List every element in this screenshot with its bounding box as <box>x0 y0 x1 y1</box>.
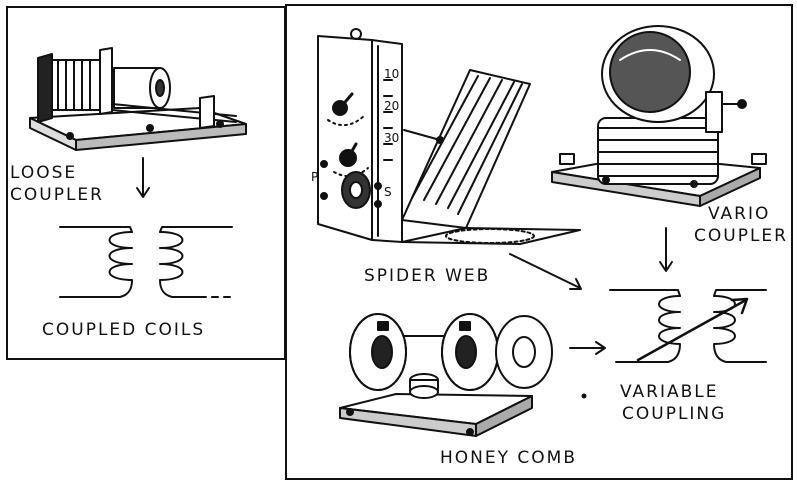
variable-coupling-label-line1: VARIABLE <box>620 384 719 401</box>
coupled-coils-symbol <box>60 227 232 297</box>
terminal-p: P <box>311 170 318 184</box>
loose-coupler-label-line1: LOOSE <box>10 165 77 182</box>
spider-web-drawing <box>318 29 580 244</box>
terminal-s: S <box>384 185 392 199</box>
honey-comb-label: HONEY COMB <box>440 450 577 467</box>
vario-coupler-label-line2: COUPLER <box>694 228 788 245</box>
arrow-spider <box>510 254 580 288</box>
variable-coupling-label-line2: COUPLING <box>622 406 726 423</box>
dial-mark-30: 30 <box>384 131 399 145</box>
spider-web-label: SPIDER WEB <box>364 268 490 285</box>
honeycomb-drawing <box>340 314 552 436</box>
loose-coupler-label-line2: COUPLER <box>10 187 104 204</box>
variable-coupling-symbol <box>610 290 766 362</box>
loose-coupler-drawing <box>30 48 246 150</box>
vario-coupler-drawing <box>552 26 766 206</box>
dial-mark-10: 10 <box>384 67 399 81</box>
coupled-coils-label: COUPLED COILS <box>42 322 205 339</box>
dial-mark-20: 20 <box>384 99 399 113</box>
vario-coupler-label-line1: VARIO <box>708 206 770 223</box>
